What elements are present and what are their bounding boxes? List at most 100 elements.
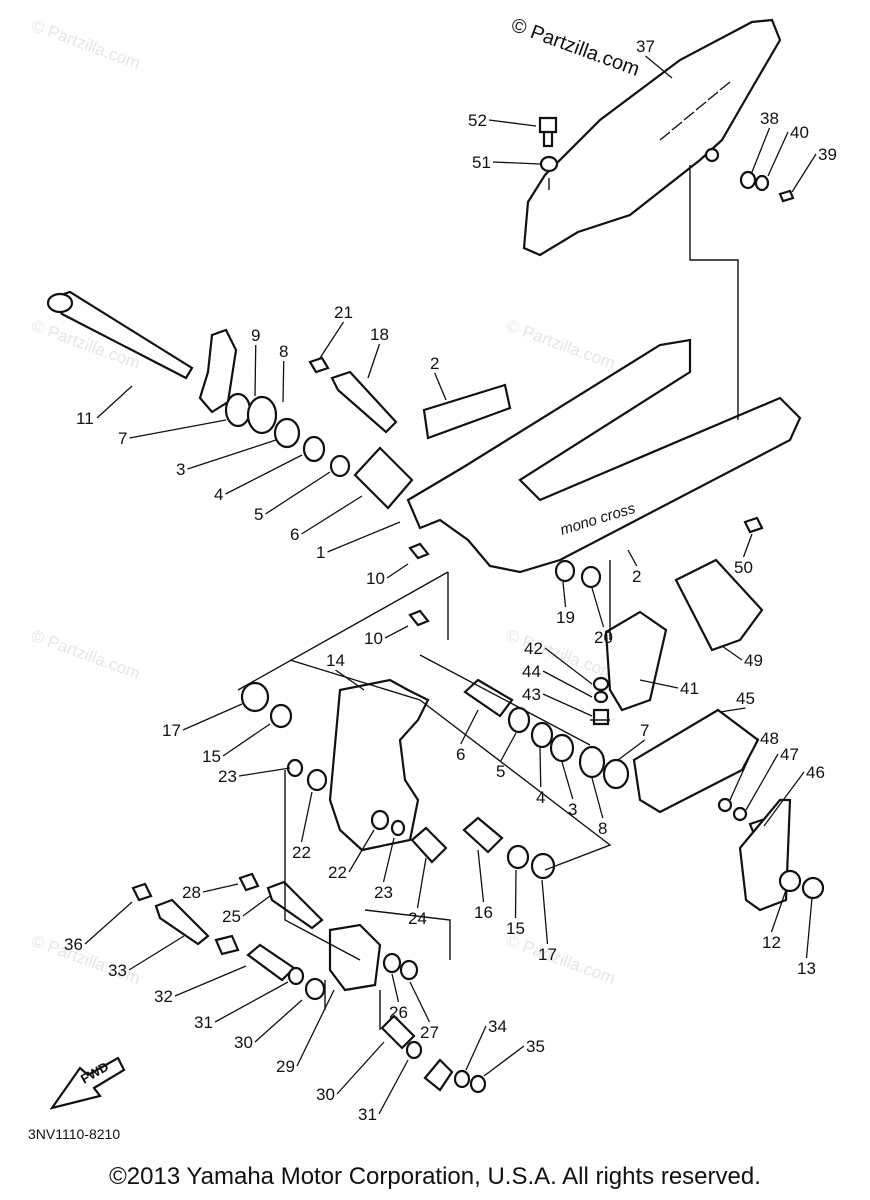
nut-35-shape [469, 1074, 487, 1094]
leader-line-10 [386, 563, 409, 579]
collar-5-shape [329, 454, 351, 478]
callout-46: 46 [806, 763, 825, 782]
washer-34-shape [453, 1069, 471, 1089]
callout-40: 40 [790, 123, 809, 142]
bearing-3-shape [273, 417, 301, 449]
callout-39: 39 [818, 145, 837, 164]
leader-line-36 [84, 901, 133, 945]
leader-line-28 [202, 883, 239, 893]
callout-52: 52 [468, 111, 487, 130]
callout-48: 48 [760, 729, 779, 748]
bearing-3b-shape [549, 733, 575, 763]
callout-36: 36 [64, 935, 83, 954]
bushing-24-shape [410, 826, 448, 864]
callout-27: 27 [420, 1023, 439, 1042]
leader-line-17 [541, 879, 549, 945]
washer-38-shape [739, 170, 757, 190]
leader-line-3 [187, 439, 277, 470]
leader-line-44 [542, 670, 593, 698]
seal-23-shape [286, 758, 304, 778]
seal-17b-shape [530, 852, 556, 880]
washer-12-shape [778, 869, 802, 893]
leader-line-30 [336, 1041, 385, 1095]
washer-47-shape [732, 806, 748, 822]
frame-plate-shape [738, 798, 792, 912]
collar-30-shape [304, 977, 326, 1001]
leader-line-50 [742, 533, 753, 558]
callout-4: 4 [536, 788, 545, 807]
screw-39-shape [778, 189, 795, 203]
partzilla-brand-label: © Partzilla.com [508, 14, 642, 81]
callout-12: 12 [762, 933, 781, 952]
callout-31: 31 [358, 1105, 377, 1124]
leader-line-17 [182, 703, 243, 731]
callout-26: 26 [389, 1003, 408, 1022]
watermark: © Partzilla.com [29, 16, 143, 73]
watermark: © Partzilla.com [504, 931, 618, 988]
washer-48-shape [717, 797, 733, 813]
leader-line-5 [265, 471, 331, 515]
relay-arm-14-shape [328, 678, 430, 852]
callout-42: 42 [524, 639, 543, 658]
callout-6: 6 [290, 525, 299, 544]
spacer-4b-shape [530, 721, 554, 749]
callout-10: 10 [364, 629, 383, 648]
callout-23: 23 [374, 883, 393, 902]
leader-line-23 [238, 767, 291, 777]
callout-1: 1 [316, 543, 325, 562]
callout-4: 4 [214, 485, 223, 504]
leader-line-41 [639, 679, 679, 689]
leader-line-9 [254, 344, 257, 397]
swingarm-shape [406, 338, 802, 574]
leader-line-8 [282, 360, 285, 403]
leader-line-24 [416, 857, 427, 909]
bushing-6-shape [353, 446, 414, 510]
callout-41: 41 [680, 679, 699, 698]
leader-line-27 [409, 981, 431, 1023]
callout-29: 29 [276, 1057, 295, 1076]
pivot-shaft-head [46, 292, 74, 314]
leader-line-5 [500, 732, 517, 762]
shaft-33-shape [154, 898, 210, 946]
cap-shape [214, 934, 240, 956]
callout-8: 8 [598, 819, 607, 838]
callout-17: 17 [162, 721, 181, 740]
assembly-lines [237, 165, 739, 1030]
callout-38: 38 [760, 109, 779, 128]
leader-line-43 [542, 693, 593, 717]
callout-37: 37 [636, 37, 655, 56]
chain-guard-bolt-hole [704, 147, 720, 163]
washer-42-shape [592, 676, 610, 692]
chain-guard-shape [522, 18, 782, 257]
bushing-32-shape [246, 943, 296, 982]
callout-47: 47 [780, 745, 799, 764]
callout-group: 1223344556677889101011121314151516171718… [64, 37, 837, 1124]
leader-line-8 [591, 777, 604, 819]
nipple-21-shape [308, 356, 330, 374]
leader-line-30 [254, 999, 303, 1043]
collar-22b-shape [370, 809, 390, 831]
leader-line-52 [488, 119, 537, 127]
bolt-50-shape [743, 516, 764, 534]
callout-5: 5 [496, 762, 505, 781]
callout-3: 3 [568, 800, 577, 819]
fwd-arrow-icon: FWD [49, 1056, 126, 1110]
callout-30: 30 [316, 1085, 335, 1104]
leader-line-6 [301, 495, 363, 535]
callout-9: 9 [251, 326, 260, 345]
leader-line-12 [770, 889, 787, 933]
seal-31b-shape [405, 1040, 423, 1060]
callout-17: 17 [538, 945, 557, 964]
callout-11: 11 [76, 409, 94, 428]
bolt-52-shape [538, 116, 558, 148]
callout-3: 3 [176, 460, 185, 479]
callout-6: 6 [456, 745, 465, 764]
collar-30b-shape [380, 1014, 416, 1050]
callout-33: 33 [108, 961, 127, 980]
callout-8: 8 [279, 342, 288, 361]
callout-22: 22 [292, 843, 311, 862]
seal-31-shape [287, 966, 305, 986]
leader-line-2 [627, 549, 638, 567]
leader-line-15 [222, 723, 271, 757]
callout-34: 34 [488, 1017, 507, 1036]
